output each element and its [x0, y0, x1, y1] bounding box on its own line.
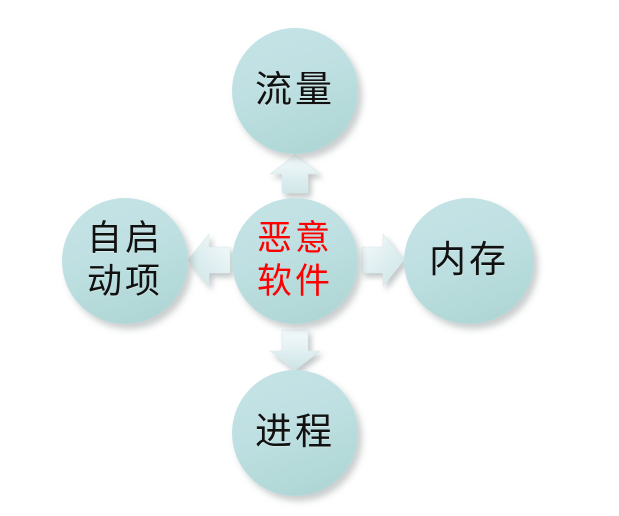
node-left-startup-items[interactable]: 自启 动项 [62, 198, 188, 324]
node-bottom-process[interactable]: 进程 [232, 370, 358, 496]
arrow-right-icon [361, 233, 405, 287]
arrow-down-icon [269, 329, 321, 371]
node-left-label: 自启 动项 [86, 219, 163, 301]
node-center-label: 恶意 软件 [256, 219, 333, 301]
node-bottom-label: 进程 [255, 411, 335, 453]
node-top-traffic[interactable]: 流量 [232, 28, 358, 154]
arrow-up-icon [269, 154, 321, 194]
node-top-label: 流量 [255, 69, 335, 111]
node-right-memory[interactable]: 内存 [404, 198, 534, 324]
node-right-label: 内存 [429, 239, 509, 281]
node-center-malware[interactable]: 恶意 软件 [232, 198, 358, 324]
arrow-left-icon [187, 233, 231, 287]
